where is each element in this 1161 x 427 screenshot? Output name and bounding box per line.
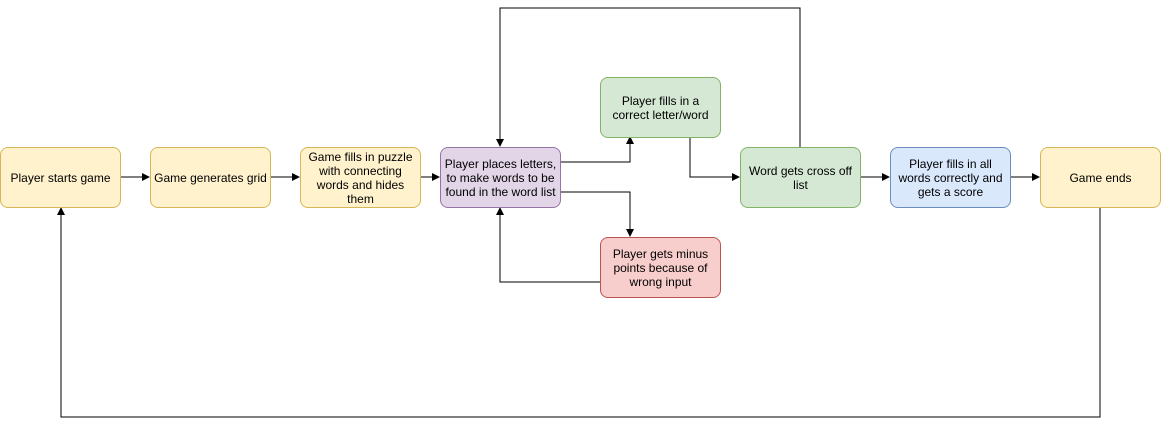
node-label: Player gets minus points because of wron… <box>612 246 709 289</box>
edge-crossoff-to-place <box>496 7 801 147</box>
node-label: Player fills in all words correctly and … <box>898 156 1003 199</box>
edge-place-to-minus <box>560 191 634 237</box>
node-game-ends: Game ends <box>1040 147 1161 208</box>
node-label: Game generates grid <box>154 170 267 185</box>
node-player-fills-all-words: Player fills in all words correctly and … <box>890 147 1011 208</box>
node-player-gets-minus-points: Player gets minus points because of wron… <box>600 237 721 298</box>
edge-minus-to-place <box>496 207 600 283</box>
edge-correct-to-crossoff <box>689 137 740 181</box>
node-game-fills-puzzle: Game fills in puzzle with connecting wor… <box>300 147 421 208</box>
node-label: Player starts game <box>10 170 111 185</box>
node-game-generates-grid: Game generates grid <box>150 147 271 208</box>
node-label: Player places letters, to make words to … <box>444 156 557 199</box>
node-word-crossed-off: Word gets cross off list <box>740 147 861 208</box>
edge-place-to-correct <box>560 136 634 163</box>
node-player-fills-correct: Player fills in a correct letter/word <box>600 77 721 138</box>
node-player-places-letters: Player places letters, to make words to … <box>440 147 561 208</box>
node-label: Game ends <box>1069 170 1132 185</box>
node-player-starts-game: Player starts game <box>0 147 121 208</box>
node-label: Game fills in puzzle with connecting wor… <box>308 149 413 206</box>
node-label: Word gets cross off list <box>749 163 852 192</box>
node-label: Player fills in a correct letter/word <box>612 93 709 122</box>
edge-end-to-start <box>57 207 1101 418</box>
